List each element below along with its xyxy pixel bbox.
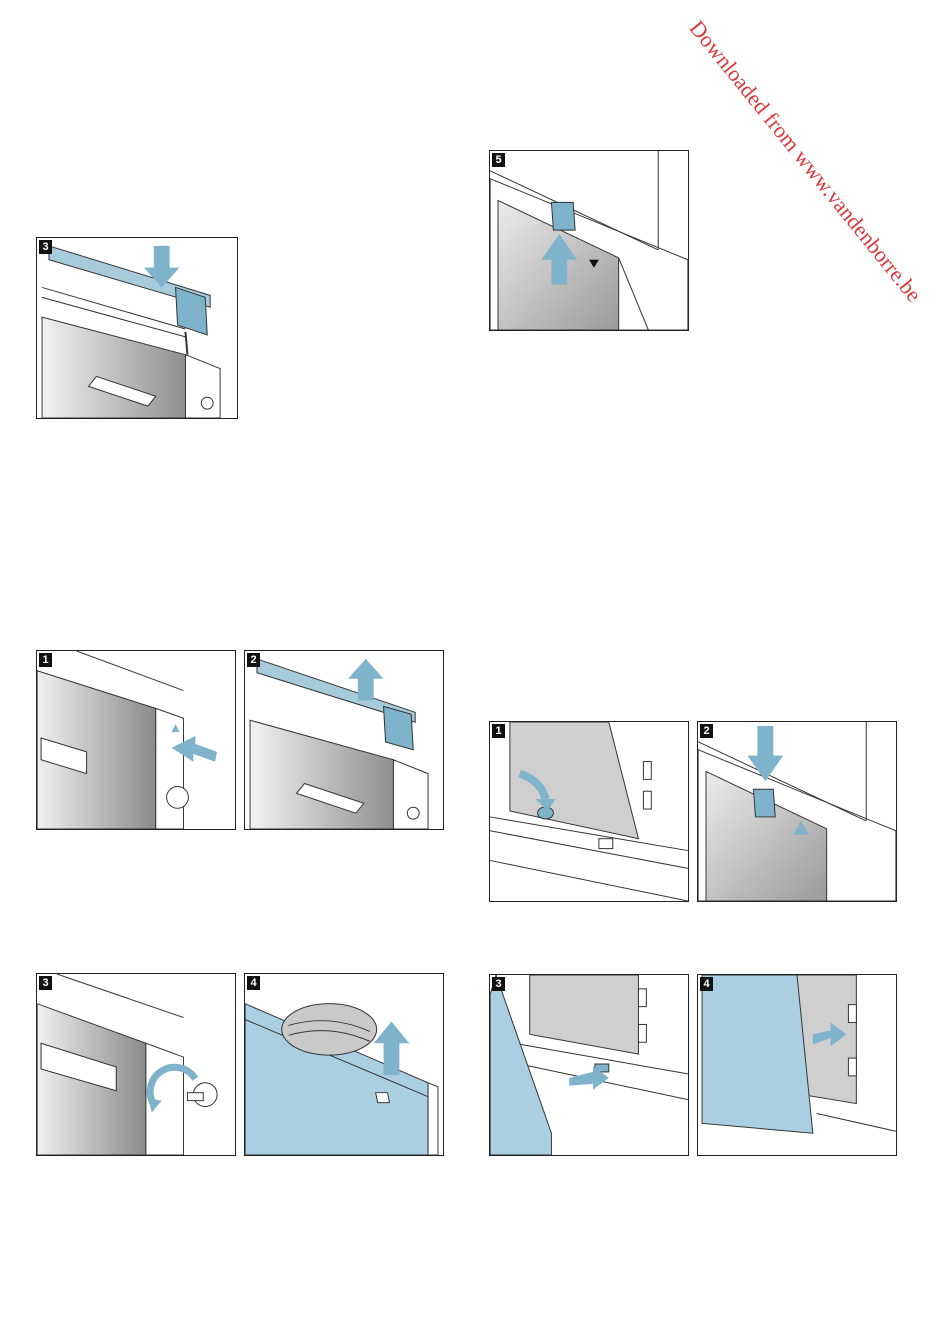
illustration-panel: 5: [489, 150, 689, 331]
illustration-panel: 2: [244, 650, 444, 830]
illustration-panel: 1: [489, 721, 689, 902]
step-number-badge: 4: [247, 976, 260, 990]
strip-lift-out-illustration: [245, 651, 443, 829]
illustration-panel: 4: [244, 973, 444, 1156]
illustration-panel: 2: [697, 721, 897, 902]
step-number-badge: 3: [492, 977, 505, 991]
watermark-text: Downloaded from www.vandenborre.be: [684, 16, 950, 351]
step-number-badge: 2: [247, 653, 260, 667]
step-number-badge: 2: [700, 724, 713, 738]
step-number-badge: 3: [39, 976, 52, 990]
glass-pane-insert-illustration: [490, 975, 688, 1155]
glass-panel-cleaning-illustration: [245, 974, 443, 1155]
step-number-badge: 4: [700, 977, 713, 991]
hinge-lever-rotate-illustration: [490, 722, 688, 901]
hinge-clip-press-illustration: [698, 722, 896, 901]
illustration-panel: 3: [489, 974, 689, 1156]
strip-release-push-illustration: [37, 651, 235, 829]
illustration-panel: 3: [36, 237, 238, 419]
screw-removal-illustration: [37, 974, 235, 1155]
door-strip-insert-illustration: [37, 238, 237, 418]
step-number-badge: 5: [492, 153, 505, 167]
illustration-panel: 1: [36, 650, 236, 830]
step-number-badge: 1: [492, 724, 505, 738]
illustration-panel: 3: [36, 973, 236, 1156]
glass-pane-slide-illustration: [698, 975, 896, 1155]
step-number-badge: 3: [39, 240, 52, 254]
step-number-badge: 1: [39, 653, 52, 667]
hinge-clip-lift-illustration: [490, 151, 688, 330]
illustration-panel: 4: [697, 974, 897, 1156]
